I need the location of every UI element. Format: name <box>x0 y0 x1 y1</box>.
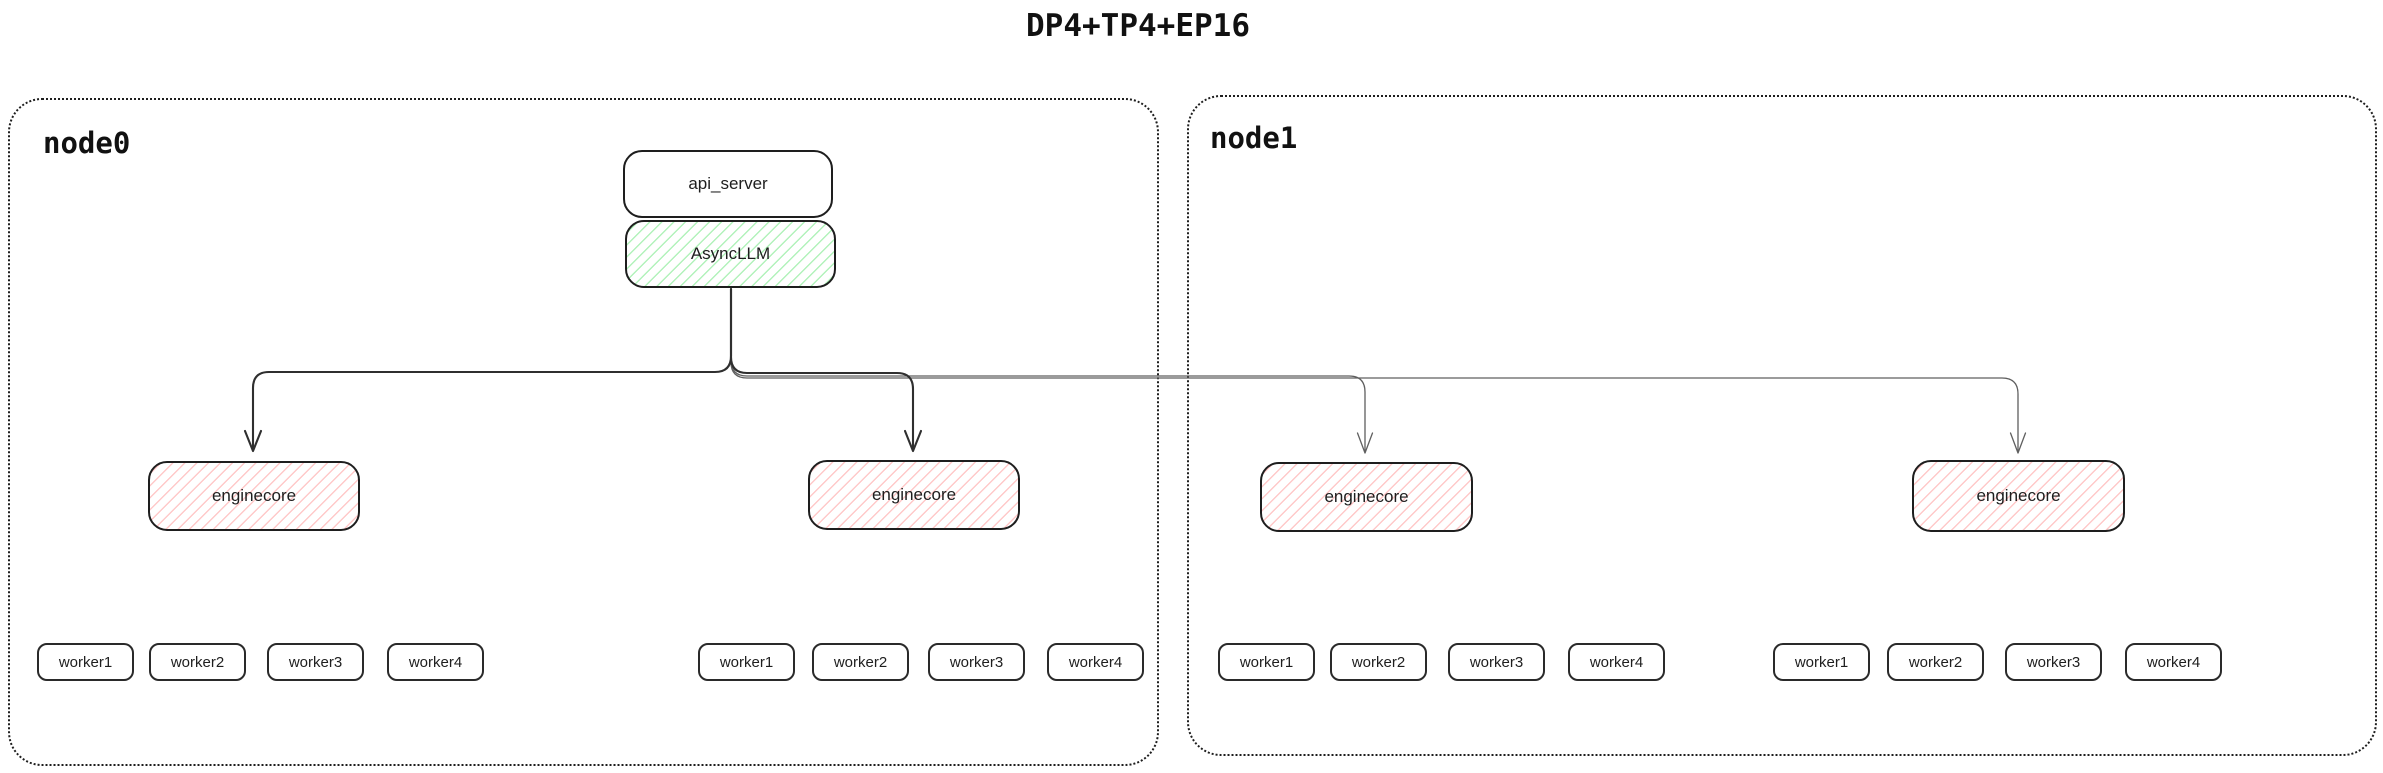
worker-label: worker4 <box>2146 653 2201 671</box>
worker-label: worker3 <box>2026 653 2081 671</box>
node1-group2-worker2: worker2 <box>1887 643 1984 681</box>
worker-label: worker4 <box>1068 653 1123 671</box>
node0-group2-worker1: worker1 <box>698 643 795 681</box>
node1-group2-worker4: worker4 <box>2125 643 2222 681</box>
enginecore3-label: enginecore <box>1324 487 1409 506</box>
node1-group1-worker3: worker3 <box>1448 643 1545 681</box>
enginecore1-box: enginecore <box>148 461 360 531</box>
node0-group2-worker2: worker2 <box>812 643 909 681</box>
worker-label: worker1 <box>719 653 774 671</box>
worker-label: worker3 <box>1469 653 1524 671</box>
node1-group1-worker4: worker4 <box>1568 643 1665 681</box>
enginecore4-label: enginecore <box>1976 486 2061 505</box>
worker-label: worker4 <box>1589 653 1644 671</box>
diagram-title: DP4+TP4+EP16 <box>1026 8 1250 44</box>
node1-group1-worker2: worker2 <box>1330 643 1427 681</box>
asyncllm-box: AsyncLLM <box>625 220 836 288</box>
worker-label: worker2 <box>170 653 225 671</box>
node0-group1-worker1: worker1 <box>37 643 134 681</box>
node0-group1-worker4: worker4 <box>387 643 484 681</box>
node0-label: node0 <box>43 126 131 160</box>
worker-label: worker2 <box>1908 653 1963 671</box>
worker-label: worker3 <box>288 653 343 671</box>
node1-group1-worker1: worker1 <box>1218 643 1315 681</box>
node0-group1-worker2: worker2 <box>149 643 246 681</box>
worker-label: worker1 <box>58 653 113 671</box>
node1-group2-worker1: worker1 <box>1773 643 1870 681</box>
api-server-label: api_server <box>688 174 768 193</box>
node0-group2-worker3: worker3 <box>928 643 1025 681</box>
worker-label: worker1 <box>1794 653 1849 671</box>
node1-label: node1 <box>1210 121 1298 155</box>
node0-group2-worker4: worker4 <box>1047 643 1144 681</box>
enginecore1-label: enginecore <box>211 486 297 505</box>
worker-label: worker2 <box>833 653 888 671</box>
asyncllm-label: AsyncLLM <box>690 244 771 263</box>
enginecore2-box: enginecore <box>808 460 1020 530</box>
worker-label: worker4 <box>408 653 463 671</box>
enginecore3-box: enginecore <box>1260 462 1473 532</box>
worker-label: worker3 <box>949 653 1004 671</box>
api-server-box: api_server <box>623 150 833 218</box>
worker-label: worker1 <box>1239 653 1294 671</box>
node0-group1-worker3: worker3 <box>267 643 364 681</box>
enginecore2-label: enginecore <box>871 485 957 504</box>
node1-group2-worker3: worker3 <box>2005 643 2102 681</box>
worker-label: worker2 <box>1351 653 1406 671</box>
enginecore4-box: enginecore <box>1912 460 2125 532</box>
